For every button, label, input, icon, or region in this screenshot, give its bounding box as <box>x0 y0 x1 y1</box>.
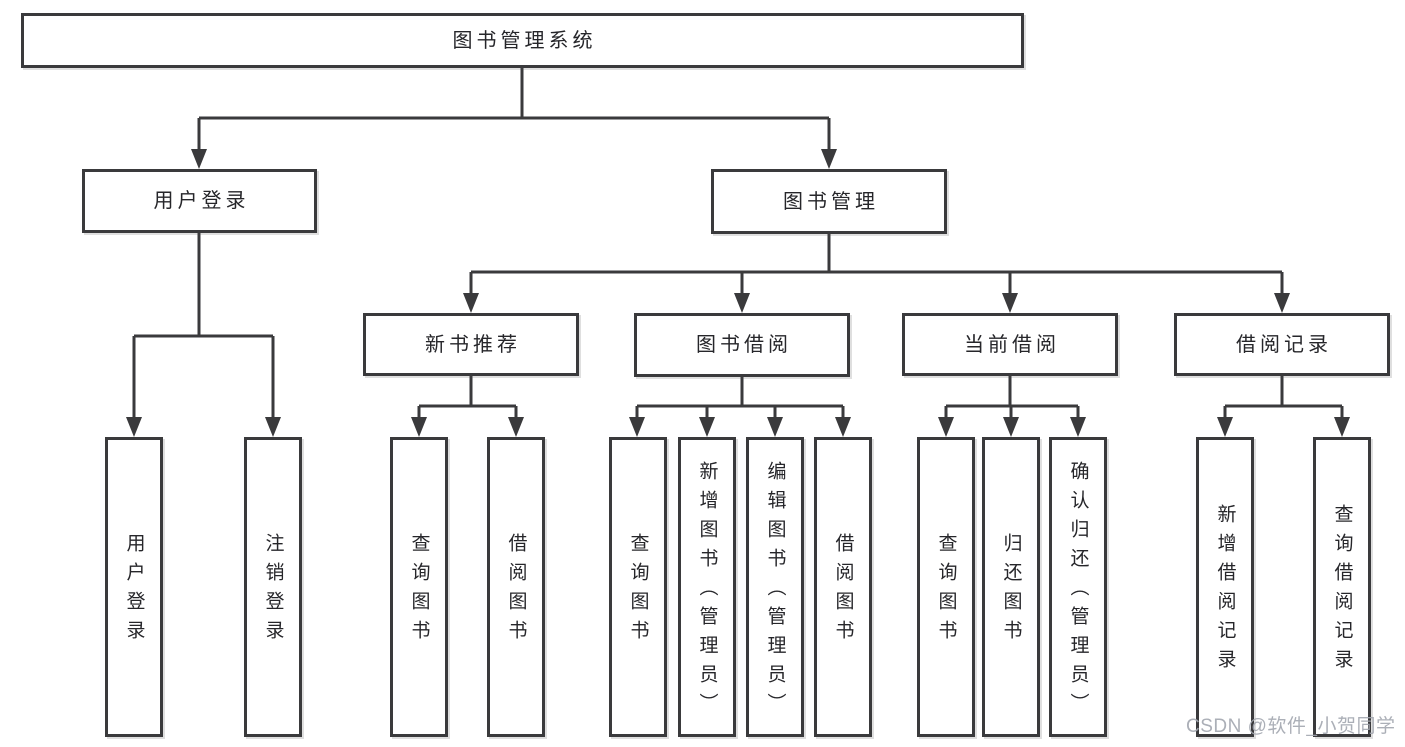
leaf-edit-book-admin: 编辑图书（管理员） <box>746 437 804 737</box>
arrowhead-icon <box>1002 293 1018 313</box>
arrowhead-icon <box>699 417 715 437</box>
node-book-borrow-label: 图书借阅 <box>696 334 792 356</box>
arrowhead-icon <box>821 149 837 169</box>
arrowhead-icon <box>126 417 142 437</box>
node-new-book-recommend: 新书推荐 <box>363 313 579 376</box>
leaf-add-borrow-record: 新增借阅记录 <box>1196 437 1254 737</box>
leaf-borrow-books: 借阅图书 <box>814 437 872 737</box>
leaf-return-books: 归还图书 <box>982 437 1040 737</box>
leaf-query-books-recommend: 查询图书 <box>390 437 448 737</box>
arrowhead-icon <box>508 417 524 437</box>
node-book-management-label: 图书管理 <box>783 190 879 213</box>
arrowhead-icon <box>1334 417 1350 437</box>
watermark: CSDN @软件_小贺同学 <box>1186 716 1396 737</box>
leaf-query-borrow-record-label: 查询借阅记录 <box>1331 504 1353 678</box>
leaf-query-books-current: 查询图书 <box>917 437 975 737</box>
arrowhead-icon <box>938 417 954 437</box>
node-current-borrow-label: 当前借阅 <box>964 333 1060 356</box>
leaf-query-books-recommend-label: 查询图书 <box>408 533 430 649</box>
node-user-login: 用户登录 <box>82 169 317 233</box>
node-library-system: 图书管理系统 <box>21 13 1024 68</box>
leaf-logout-label: 注销登录 <box>262 533 284 649</box>
node-library-system-label: 图书管理系统 <box>452 29 597 52</box>
arrowhead-icon <box>1217 417 1233 437</box>
arrowhead-icon <box>463 293 479 313</box>
leaf-query-books-borrow-label: 查询图书 <box>627 533 649 649</box>
leaf-confirm-return-admin: 确认归还（管理员） <box>1049 437 1107 737</box>
node-new-book-recommend-label: 新书推荐 <box>425 333 521 356</box>
arrowhead-icon <box>1003 417 1019 437</box>
node-book-management: 图书管理 <box>711 169 947 234</box>
leaf-borrow-books-recommend-label: 借阅图书 <box>505 533 527 649</box>
leaf-edit-book-admin-label: 编辑图书（管理员） <box>764 460 786 722</box>
arrowhead-icon <box>734 293 750 313</box>
arrowhead-icon <box>191 149 207 169</box>
leaf-query-borrow-record: 查询借阅记录 <box>1313 437 1371 737</box>
node-user-login-label: 用户登录 <box>153 190 250 212</box>
leaf-user-login-label: 用户登录 <box>123 533 145 649</box>
arrowhead-icon <box>265 417 281 437</box>
leaf-add-book-admin-label: 新增图书（管理员） <box>696 460 718 722</box>
leaf-query-books-current-label: 查询图书 <box>935 533 957 649</box>
leaf-logout: 注销登录 <box>244 437 302 737</box>
node-book-borrow: 图书借阅 <box>634 313 850 377</box>
leaf-query-books-borrow: 查询图书 <box>609 437 667 737</box>
leaf-borrow-books-recommend: 借阅图书 <box>487 437 545 737</box>
leaf-add-book-admin: 新增图书（管理员） <box>678 437 736 737</box>
node-current-borrow: 当前借阅 <box>902 313 1118 376</box>
arrowhead-icon <box>1070 417 1086 437</box>
arrowhead-icon <box>767 417 783 437</box>
leaf-add-borrow-record-label: 新增借阅记录 <box>1214 504 1236 678</box>
arrowhead-icon <box>411 417 427 437</box>
node-borrow-records: 借阅记录 <box>1174 313 1390 376</box>
arrowhead-icon <box>835 417 851 437</box>
leaf-user-login: 用户登录 <box>105 437 163 737</box>
node-borrow-records-label: 借阅记录 <box>1236 333 1332 356</box>
arrowhead-icon <box>629 417 645 437</box>
arrowhead-icon <box>1274 293 1290 313</box>
leaf-borrow-books-label: 借阅图书 <box>832 533 854 649</box>
leaf-return-books-label: 归还图书 <box>1000 533 1022 649</box>
leaf-confirm-return-admin-label: 确认归还（管理员） <box>1067 460 1089 722</box>
